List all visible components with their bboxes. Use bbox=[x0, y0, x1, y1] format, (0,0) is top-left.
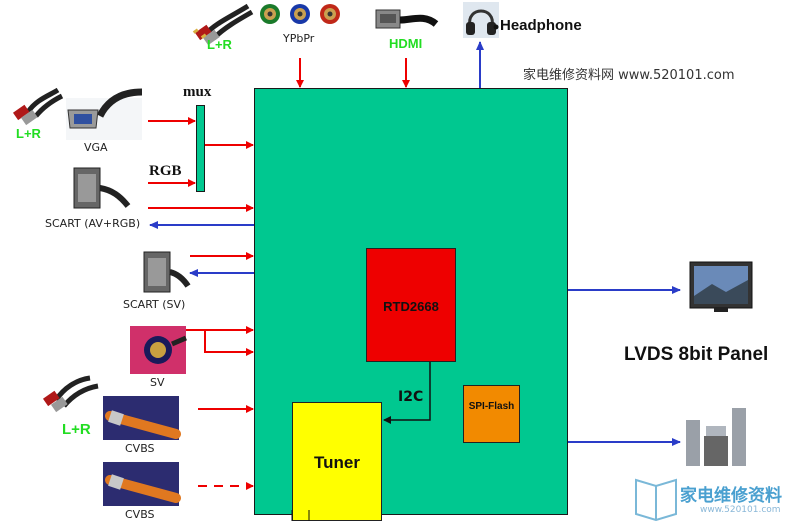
mux-block bbox=[196, 105, 205, 192]
i2c-wire bbox=[383, 362, 431, 424]
sv-wire bbox=[186, 329, 254, 356]
chip-label: RTD2668 bbox=[383, 299, 439, 314]
flash-label: SPI-Flash bbox=[468, 401, 515, 412]
scart-plug-icon bbox=[73, 167, 131, 209]
cvbs-cable-icon bbox=[103, 396, 181, 440]
tuner-block: Tuner bbox=[292, 402, 382, 521]
mux-label: mux bbox=[183, 84, 212, 100]
cvbs-cable-icon bbox=[103, 462, 181, 506]
top-lr-label: L+R bbox=[207, 37, 232, 52]
cvbs1-label: CVBS bbox=[125, 442, 155, 455]
scart-plug-icon bbox=[143, 251, 191, 293]
logo-book-icon bbox=[635, 478, 677, 521]
watermark-text: 家电维修资料网 www.520101.com bbox=[523, 68, 735, 83]
rtd2668-chip: RTD2668 bbox=[366, 248, 456, 362]
scart-avrgb-label: SCART (AV+RGB) bbox=[45, 217, 141, 230]
rca-audio-cable-icon bbox=[12, 87, 64, 126]
headphone-icon bbox=[463, 2, 499, 38]
sv-label: SV bbox=[150, 376, 165, 389]
spi-flash-block: SPI-Flash bbox=[463, 385, 520, 443]
logo-url: www.520101.com bbox=[700, 505, 781, 515]
lower-lr-label: L+R bbox=[62, 421, 91, 438]
i2c-label: I2C bbox=[398, 389, 424, 405]
cvbs2-label: CVBS bbox=[125, 508, 155, 521]
speaker-system-icon bbox=[686, 408, 746, 466]
monitor-icon bbox=[689, 261, 753, 312]
scart-sv-label: SCART (SV) bbox=[123, 298, 186, 311]
headphone-label: Headphone bbox=[500, 17, 582, 34]
hdmi-label: HDMI bbox=[389, 36, 423, 51]
vga-label: VGA bbox=[84, 141, 108, 154]
rca-audio-cable-icon bbox=[42, 375, 99, 413]
ypbpr-label: YPbPr bbox=[283, 32, 315, 45]
logo-text: 家电维修资料 bbox=[680, 486, 782, 506]
rca-audio-cable-icon bbox=[192, 3, 254, 46]
panel-label: LVDS 8bit Panel bbox=[624, 344, 769, 365]
hdmi-cable-icon bbox=[375, 9, 439, 29]
svideo-plug-icon bbox=[130, 326, 187, 374]
vga-cable-icon bbox=[66, 88, 143, 140]
rgb-label: RGB bbox=[149, 163, 182, 179]
left-lr-label: L+R bbox=[16, 126, 41, 141]
component-jack-icon bbox=[260, 4, 340, 24]
tuner-label: Tuner bbox=[314, 453, 360, 472]
